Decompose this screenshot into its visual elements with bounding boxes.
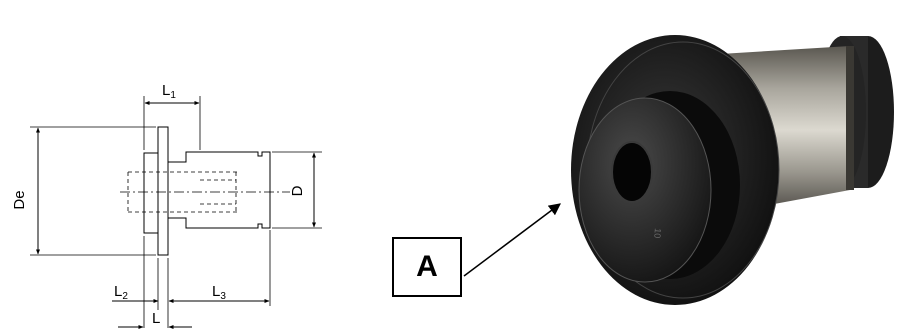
drawing-body bbox=[167, 151, 271, 229]
drawing-front-disc bbox=[143, 152, 159, 234]
photo-bore bbox=[611, 141, 653, 203]
drawing-flange bbox=[157, 126, 169, 256]
label-l: L bbox=[152, 310, 160, 327]
label-l3: L3 bbox=[212, 283, 226, 302]
label-l2: L2 bbox=[114, 283, 128, 302]
technical-drawing bbox=[30, 96, 322, 329]
label-de: De bbox=[11, 190, 28, 209]
callout-box-a: A bbox=[392, 237, 462, 297]
label-d: D bbox=[289, 185, 306, 196]
callout-label: A bbox=[416, 250, 438, 283]
drawing-hidden-lines bbox=[127, 171, 240, 213]
photo-marking: 10 bbox=[652, 228, 663, 239]
callout-arrow bbox=[463, 203, 561, 277]
product-photo: 10 bbox=[571, 35, 894, 305]
label-l1: L1 bbox=[162, 82, 176, 101]
